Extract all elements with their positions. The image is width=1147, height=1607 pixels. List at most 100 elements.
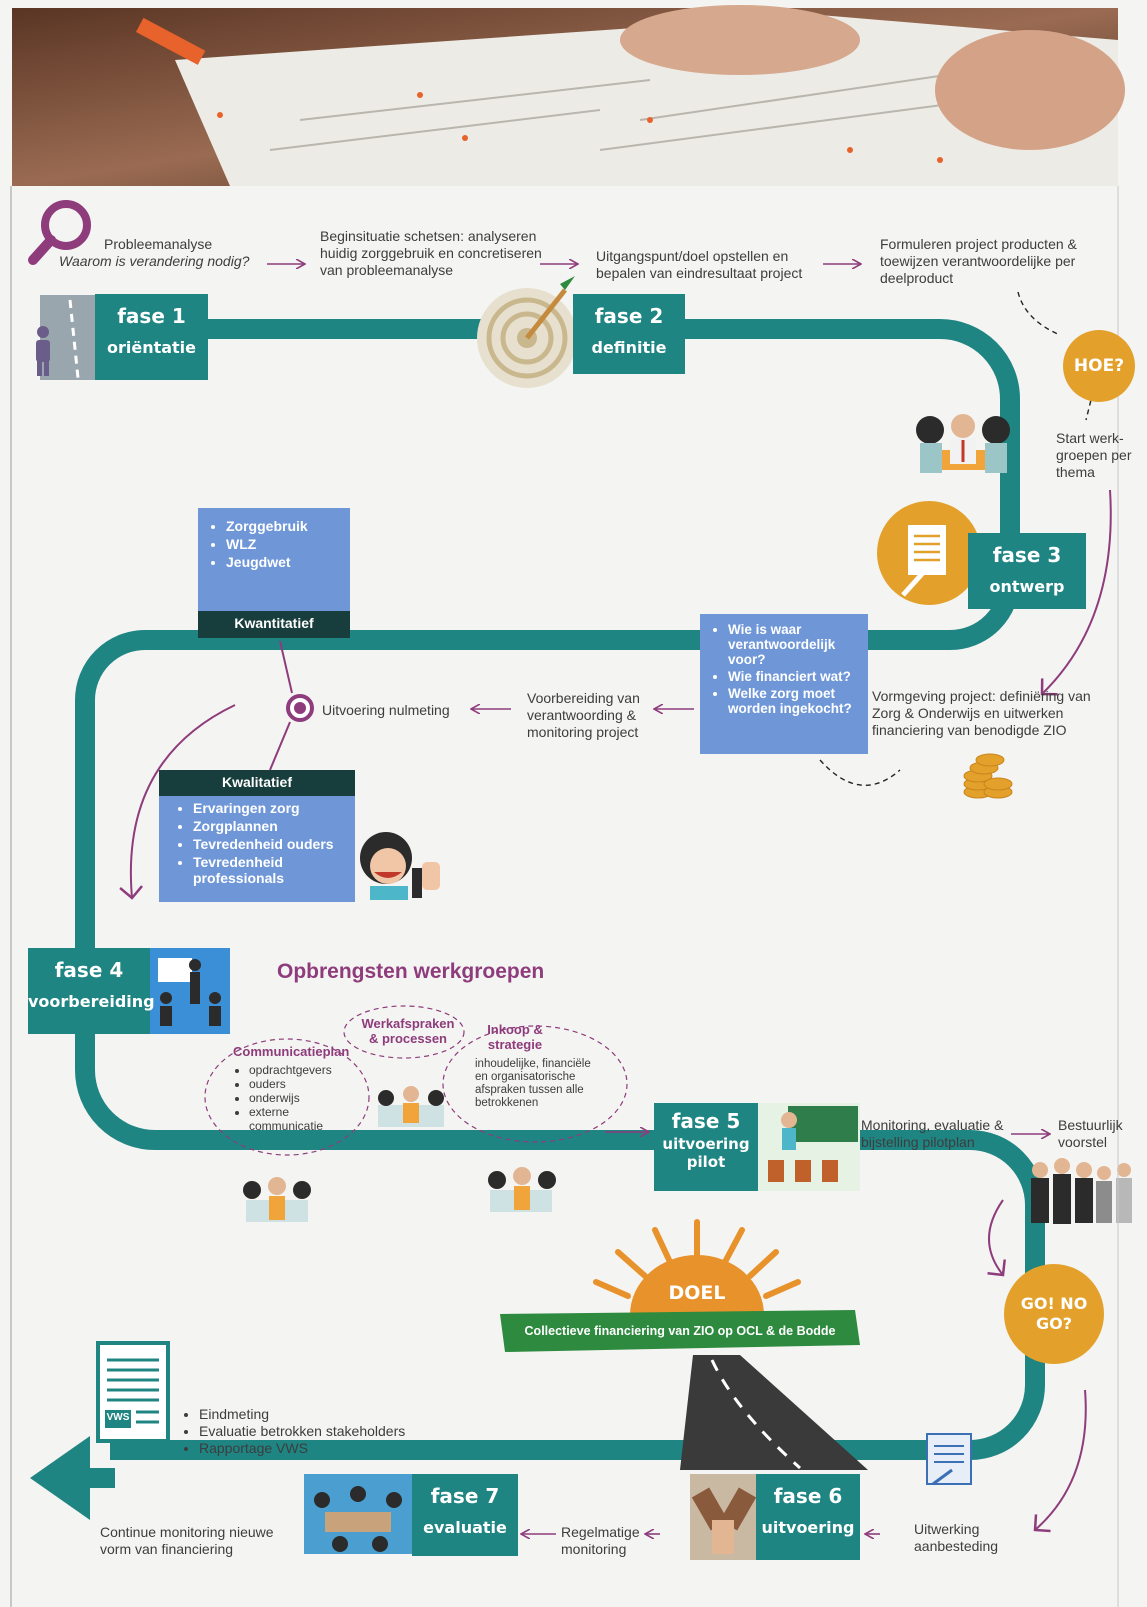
document-icon	[877, 501, 981, 605]
fase-2-number: fase 2	[594, 304, 664, 328]
fase-2-label: definitie	[591, 338, 667, 357]
kwalitatief-item: Ervaringen zorg	[193, 800, 345, 816]
eind-item: Eindmeting	[199, 1406, 459, 1423]
go-no-go-circle: GO! NO GO?	[1004, 1264, 1104, 1364]
uitgangspunt-text: Uitgangspunt/doel opstellen en bepalen v…	[596, 248, 803, 281]
werkafspraken-text: Werkafspraken & processen	[361, 1016, 455, 1046]
ellipse-werkafspraken	[343, 1005, 465, 1059]
connector-kwantitatief	[279, 640, 293, 694]
classroom-icon	[758, 1103, 860, 1191]
sun-icon	[593, 1219, 801, 1315]
fase-7-number: fase 7	[430, 1484, 500, 1508]
go-no-go-text: GO! NO GO?	[1020, 1294, 1088, 1333]
voorbereiding-verantwoording-text: Voorbereiding van verantwoording & monit…	[527, 690, 640, 740]
ellipse-inkoop	[442, 1025, 628, 1143]
fase-5-box: fase 5 uitvoering pilot	[654, 1103, 758, 1191]
hoe-circle: HOE?	[1063, 330, 1135, 402]
kwalitatief-item: Tevredenheid ouders	[193, 836, 345, 852]
formuleren-text: Formuleren project producten & toewijzen…	[880, 236, 1077, 286]
doel-banner-text: Collectieve financiering van ZIO op OCL …	[524, 1324, 836, 1338]
business-people-icon	[1031, 1158, 1132, 1224]
vraag-item: Wie is waar verantwoordelijk voor?	[728, 622, 858, 667]
vws-label: VWS	[106, 1412, 130, 1423]
magnifier-icon	[28, 200, 91, 265]
eind-item: Evaluatie betrokken stakeholders	[199, 1423, 459, 1440]
probleem-text: Probleemanalyse	[104, 236, 213, 252]
fase-6-label: uitvoering	[761, 1518, 855, 1537]
probleem-block: Probleemanalyse Waarom is verandering no…	[59, 236, 274, 270]
horizon-road-icon	[680, 1355, 868, 1470]
report-icon	[96, 1341, 170, 1443]
continue-monitoring-text: Continue monitoring nieuwe vorm van fina…	[100, 1524, 274, 1557]
fase-5-number: fase 5	[671, 1109, 741, 1133]
meeting-table-icon	[304, 1474, 412, 1554]
arrow-to-go	[987, 1199, 1006, 1277]
fase-1-label: oriëntatie	[106, 338, 197, 357]
fase-3-number: fase 3	[992, 543, 1062, 567]
inkoop-title: Inkoop & strategie	[487, 1022, 543, 1052]
fase-5-sublabel: pilot	[686, 1153, 726, 1171]
kwantitatief-title: Kwantitatief	[198, 611, 350, 638]
kwalitatief-title: Kwalitatief	[159, 770, 355, 796]
doel-banner	[500, 1310, 860, 1352]
communicatieplan-item: onderwijs	[249, 1091, 363, 1105]
person-icon	[36, 326, 50, 376]
fase-6-box: fase 6 uitvoering	[756, 1474, 860, 1560]
fase-1-box: fase 1 oriëntatie	[95, 294, 208, 380]
monitoring-evaluatie-text: Monitoring, evaluatie & bijstelling pilo…	[861, 1117, 1004, 1150]
fase-7-box: fase 7 evaluatie	[412, 1474, 518, 1556]
header-photo	[12, 5, 1125, 186]
fase-7-label: evaluatie	[423, 1518, 507, 1537]
vraag-item: Welke zorg moet worden ingekocht?	[728, 686, 858, 716]
uitwerking-text: Uitwerking aanbesteding	[914, 1521, 999, 1554]
nulmeting-text: Uitvoering nulmeting	[322, 702, 450, 718]
communicatieplan-item: externe communicatie	[249, 1105, 363, 1133]
arrow-from-go	[1033, 1389, 1087, 1533]
pen-document-icon	[926, 1433, 972, 1486]
fase-2-box: fase 2 definitie	[573, 294, 685, 374]
presentation-icon	[150, 948, 230, 1034]
kwantitatief-list: Zorggebruik WLZ Jeugdwet	[198, 508, 350, 611]
fase-4-box: fase 4 voorbereiding	[28, 948, 155, 1034]
fase-6-number: fase 6	[773, 1484, 843, 1508]
regelmatige-monitoring-text: Regelmatige monitoring	[561, 1524, 640, 1557]
vormgeving-text: Vormgeving project: definiëring van Zorg…	[872, 688, 1091, 738]
communicatieplan-item: opdrachtgevers	[249, 1063, 363, 1077]
connector-kwalitatief	[269, 721, 291, 771]
target-icon	[477, 276, 577, 388]
kwantitatief-item: WLZ	[226, 536, 340, 552]
communicatieplan-item: ouders	[249, 1077, 363, 1091]
process-road	[75, 319, 1045, 1460]
opbrengsten-title: Opbrengsten werkgroepen	[277, 960, 545, 983]
meeting-icon-small-2	[243, 1177, 311, 1222]
kwalitatief-item: Zorgplannen	[193, 818, 345, 834]
doel-label: DOEL	[668, 1282, 726, 1304]
fase-4-number: fase 4	[54, 958, 124, 982]
kwalitatief-item: Tevredenheid professionals	[193, 854, 345, 886]
eind-item: Rapportage VWS	[199, 1440, 459, 1457]
vragen-box: Wie is waar verantwoordelijk voor? Wie f…	[700, 614, 868, 754]
dashed-vragen	[819, 759, 901, 786]
start-werkgroepen-text: Start werk- groepen per thema	[1056, 430, 1132, 480]
beginsituatie-text: Beginsituatie schetsen: analyseren huidi…	[320, 228, 542, 278]
arrow-left-curve	[119, 704, 236, 900]
vraag-item: Wie financiert wat?	[728, 669, 858, 684]
inkoop-text: inhoudelijke, financiële en organisatori…	[475, 1058, 591, 1109]
kwalitatief-list: Ervaringen zorg Zorgplannen Tevredenheid…	[159, 796, 355, 902]
coins-icon	[963, 753, 1013, 799]
fase-1-number: fase 1	[117, 304, 186, 328]
fase-3-box: fase 3 ontwerp	[968, 533, 1086, 609]
meeting-icon	[916, 414, 1010, 473]
communicatieplan-block: Communicatieplan opdrachtgevers ouders o…	[233, 1044, 363, 1133]
fase-5-label: uitvoering	[662, 1135, 750, 1153]
communicatieplan-title: Communicatieplan	[233, 1044, 350, 1059]
woman-thumbs-icon	[360, 832, 440, 900]
probleem-question: Waarom is verandering nodig?	[59, 253, 250, 269]
road-arrowhead	[30, 1436, 90, 1520]
eind-list: Eindmeting Evaluatie betrokken stakehold…	[183, 1406, 459, 1457]
bestuurlijk-text: Bestuurlijk voorstel	[1058, 1117, 1123, 1150]
kwantitatief-item: Jeugdwet	[226, 554, 340, 570]
kwantitatief-item: Zorggebruik	[226, 518, 340, 534]
fase-4-label: voorbereiding	[28, 992, 155, 1011]
